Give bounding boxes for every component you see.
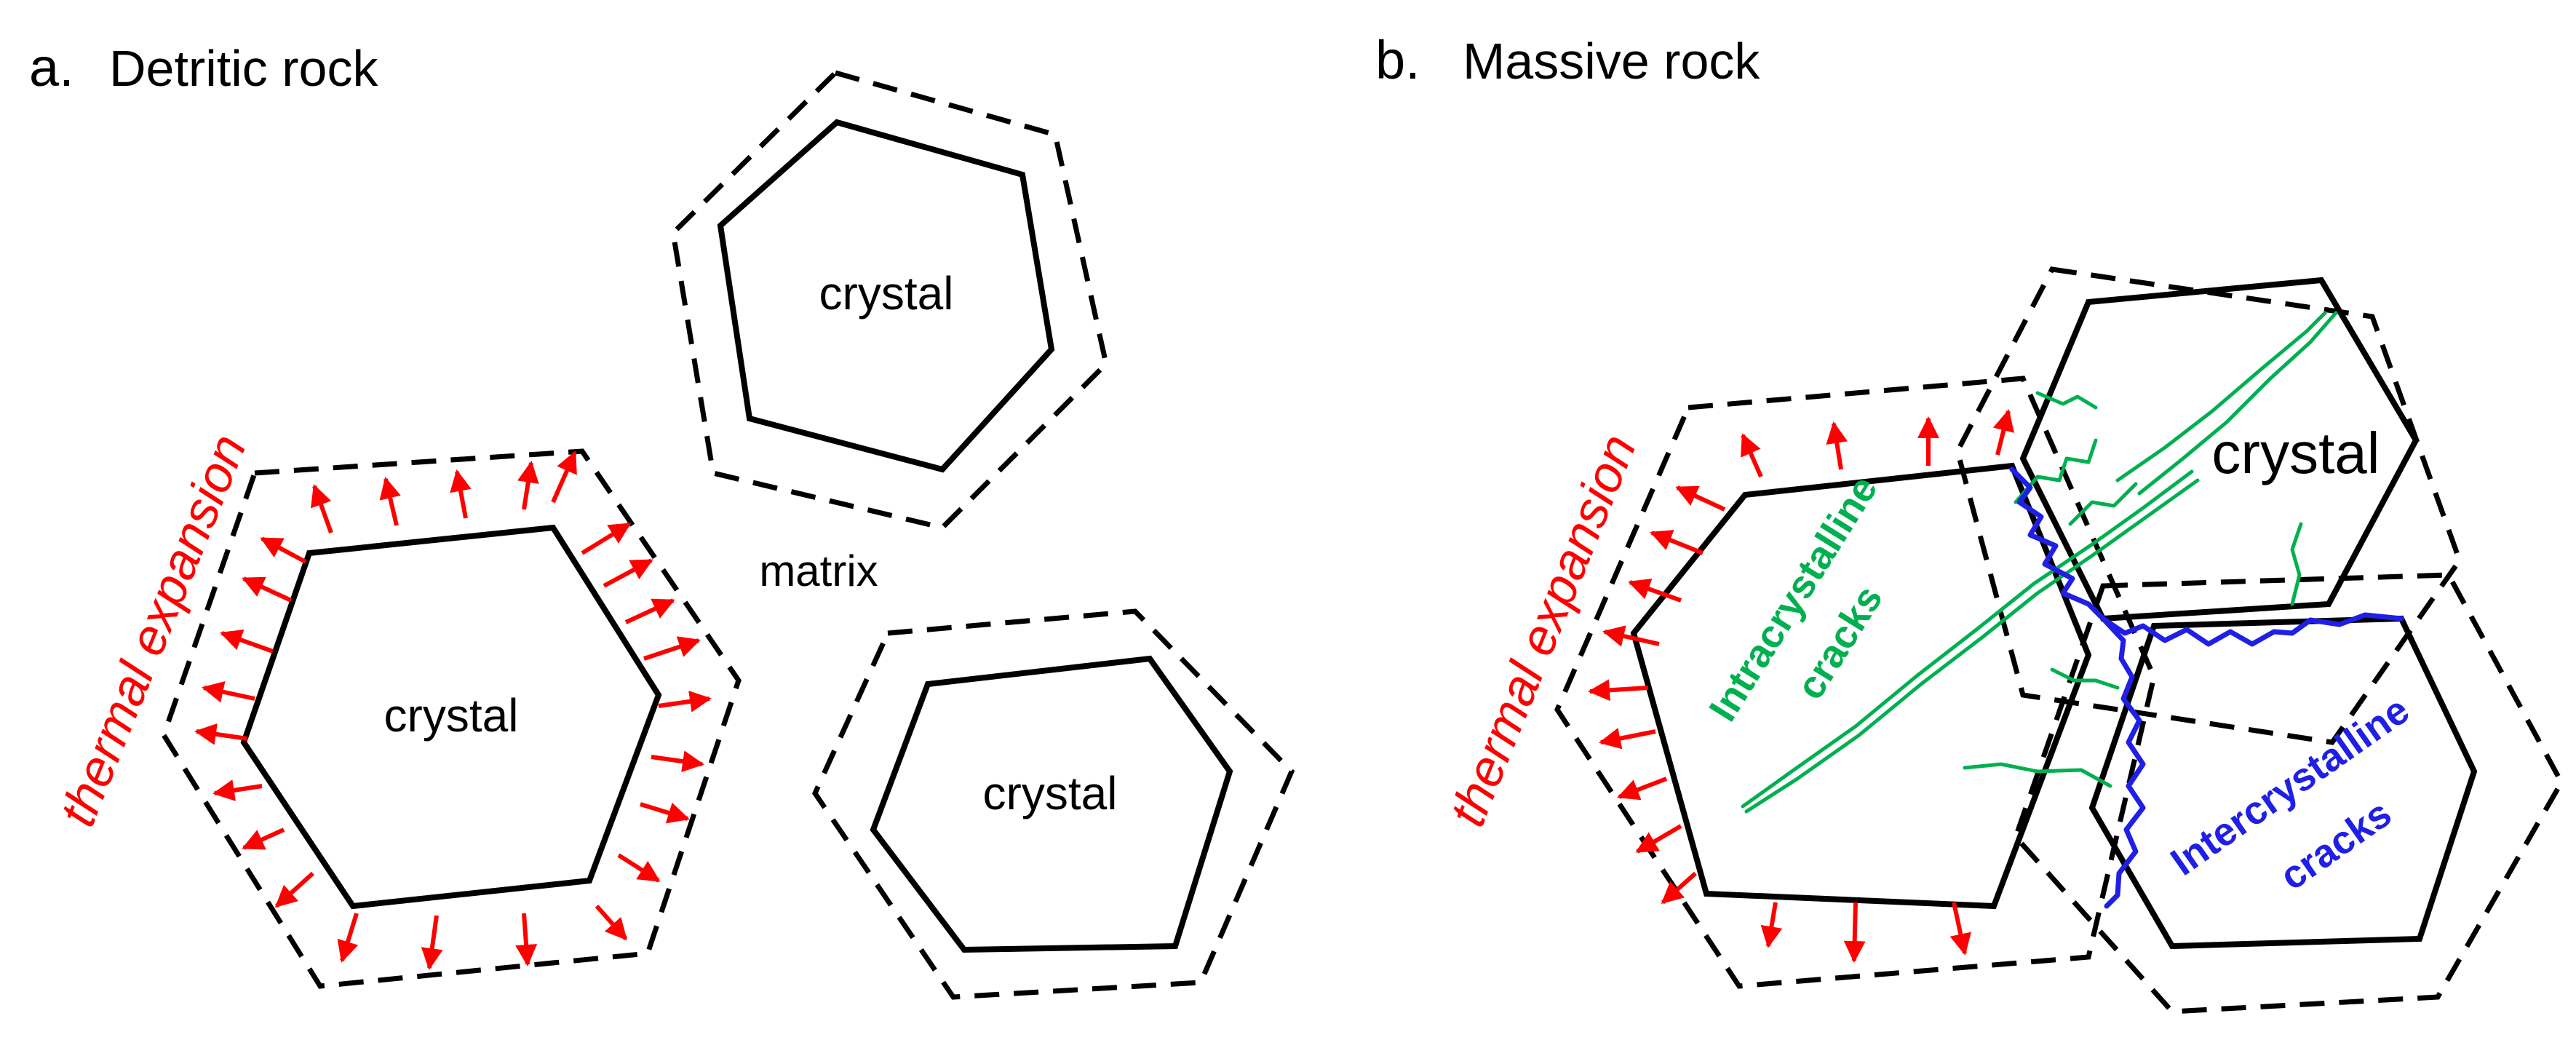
panel-b-letter: b. — [1375, 30, 1420, 90]
expansion-arrow — [1760, 902, 1783, 948]
crystal-large-expanding: crystal — [161, 448, 742, 989]
expansion-arrow — [1628, 578, 1682, 603]
crack-line — [2137, 311, 2338, 496]
crystal-outline — [717, 119, 1055, 473]
thermal-expansion-label: thermal expansion — [1439, 426, 1647, 834]
expansion-arrow — [581, 522, 632, 555]
crystal-label: crystal — [819, 267, 954, 319]
expansion-arrow — [379, 477, 401, 526]
expansion-arrow — [311, 484, 333, 534]
expansion-arrow — [1675, 485, 1726, 512]
expansion-arrow — [1949, 902, 1972, 956]
expansion-arrow — [242, 576, 293, 603]
crystal-label: crystal — [2211, 421, 2380, 485]
thermal-expansion-label: thermal expansion — [49, 426, 258, 834]
crack-line — [2009, 467, 2146, 909]
expansion-arrow — [517, 461, 539, 510]
expansion-arrow — [643, 636, 701, 661]
crack-line — [2100, 612, 2404, 647]
expansion-arrow — [242, 827, 285, 850]
expansion-arrow — [1588, 679, 1649, 702]
panel-a-letter: a. — [29, 37, 74, 98]
expansion-boundary — [1955, 266, 2462, 745]
crystal-outline — [870, 655, 1233, 953]
expansion-arrow — [1992, 409, 2015, 456]
panel-b: b. Massive rock crystal — [1375, 30, 2565, 1015]
expansion-arrow — [1843, 902, 1866, 963]
panel-a: a. Detritic rock crystal crystal crystal… — [29, 37, 1295, 1000]
crack-line — [2290, 522, 2303, 606]
expansion-arrow — [595, 905, 628, 941]
expansion-arrow — [1826, 421, 1848, 470]
expansion-arrow — [274, 871, 315, 908]
crystal-outline — [2019, 277, 2420, 622]
expansion-arrow — [337, 913, 359, 963]
crack-line — [2014, 438, 2098, 504]
expansion-boundary — [161, 448, 742, 989]
expansion-arrow — [1635, 824, 1682, 854]
crystal-label: crystal — [384, 689, 519, 742]
expansion-boundary — [2013, 572, 2565, 1015]
crack-line — [1741, 469, 2194, 809]
expansion-arrow — [658, 690, 712, 712]
expansion-arrow — [1650, 530, 1704, 555]
expansion-arrow — [202, 680, 255, 703]
expansion-arrow — [1617, 777, 1668, 801]
crack-line — [1744, 478, 2200, 814]
expansion-arrow — [651, 750, 704, 773]
expansion-arrow — [421, 915, 443, 970]
expansion-arrow — [194, 723, 248, 745]
crystal-label: crystal — [983, 767, 1118, 819]
expansion-arrow — [1599, 727, 1656, 750]
expansion-arrow — [603, 558, 653, 588]
panel-a-title: Detritic rock — [109, 40, 378, 97]
crystal-outline — [240, 524, 662, 910]
expansion-arrow — [551, 450, 577, 504]
crack-line — [2068, 482, 2138, 526]
intercrystalline-cracks — [2009, 467, 2404, 909]
crack-line — [1963, 762, 2112, 788]
expansion-arrow — [220, 629, 274, 654]
crystal-left-expanding — [1554, 376, 2157, 989]
panel-b-title: Massive rock — [1463, 33, 1760, 90]
expansion-boundary — [1554, 376, 2157, 989]
expansion-arrow — [515, 913, 538, 966]
intracrystalline-cracks — [1741, 311, 2338, 814]
crack-line — [2115, 311, 2327, 483]
crack-line — [2050, 667, 2120, 690]
expansion-arrow — [1741, 433, 1763, 478]
matrix-label: matrix — [759, 547, 878, 595]
crystal-top-right: crystal — [1955, 266, 2462, 745]
expansion-arrow — [1661, 871, 1697, 905]
expansion-arrow — [617, 853, 661, 883]
crystal-outline — [1630, 462, 2092, 910]
expansion-arrow — [624, 598, 675, 624]
expansion-arrow — [450, 469, 472, 519]
expansion-arrow — [212, 779, 263, 801]
expansion-arrow — [1602, 625, 1660, 647]
thermal-expansion-arrows — [194, 450, 712, 970]
expansion-arrow — [640, 802, 690, 824]
expansion-boundary — [812, 608, 1295, 1000]
crack-line — [2035, 391, 2098, 410]
expansion-arrow — [260, 536, 307, 564]
thermal-expansion-arrows — [1588, 409, 2015, 963]
crystal-top: crystal — [670, 70, 1109, 531]
crystal-bottom-right: crystal — [812, 608, 1295, 1000]
